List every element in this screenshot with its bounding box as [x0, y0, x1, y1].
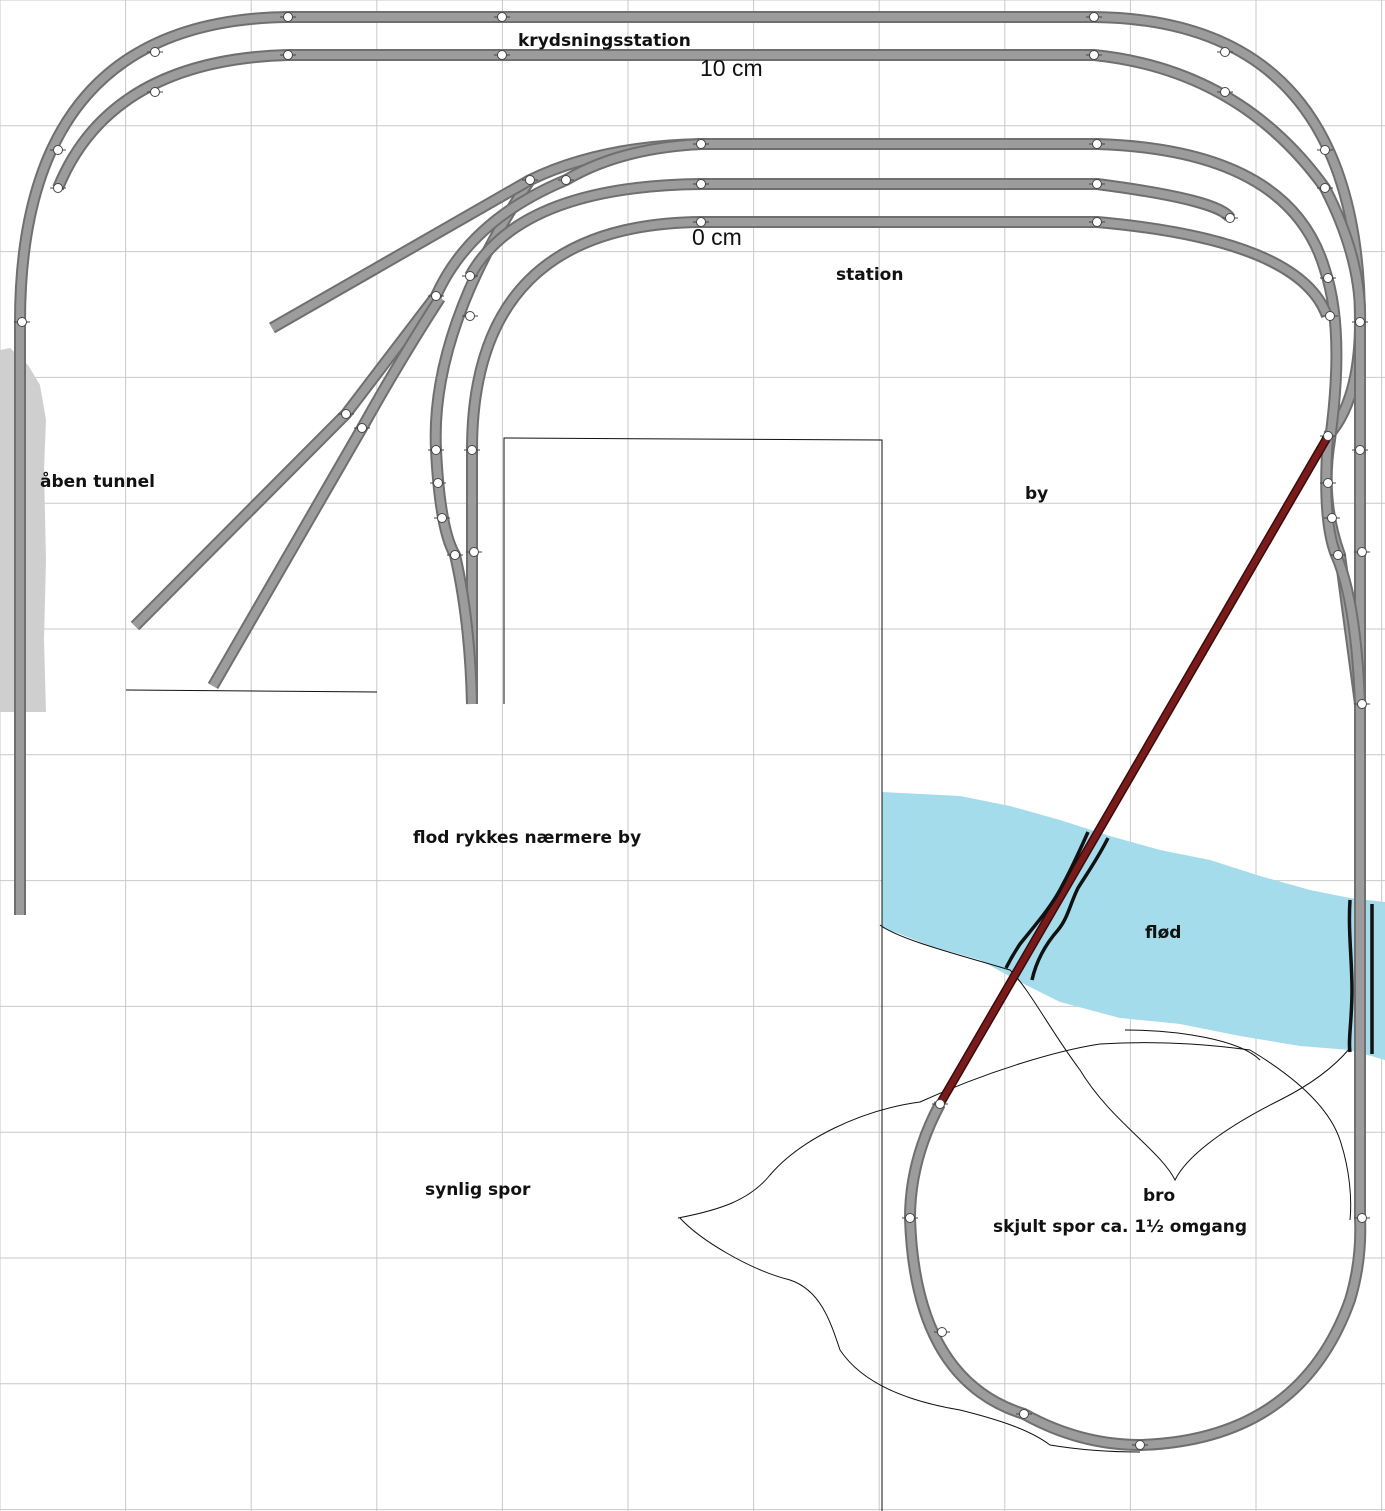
track-joints: [14, 12, 1370, 1450]
track-joint: [450, 550, 460, 560]
track-joint: [937, 1327, 947, 1337]
track-joint: [17, 317, 27, 327]
label-crossing-station: krydsningsstation: [518, 31, 691, 51]
track-joint: [1357, 1213, 1367, 1223]
track-joint: [1089, 12, 1099, 22]
river-area: [882, 792, 1385, 1060]
track-joint: [431, 291, 441, 301]
track-joint: [1327, 513, 1337, 523]
track-joint: [1320, 183, 1330, 193]
track-siding-3: [209, 295, 444, 689]
track-siding-1: [270, 176, 532, 332]
track-station-middle: [466, 180, 1234, 278]
bridge-marks: [1004, 831, 1374, 1054]
track-joint: [1323, 478, 1333, 488]
label-bridge: bro: [1143, 1186, 1176, 1206]
track-joint: [431, 445, 441, 455]
track-joint: [1019, 1409, 1029, 1419]
track-siding-2: [130, 138, 702, 631]
track-joint: [53, 145, 63, 155]
track-joint: [1135, 1440, 1145, 1450]
track-helix: [906, 1102, 1365, 1449]
label-river: flød: [1145, 923, 1182, 943]
label-station: station: [836, 265, 904, 285]
label-town: by: [1025, 484, 1049, 504]
track-joint: [1357, 699, 1367, 709]
track-joint: [525, 175, 535, 185]
outlines: [125, 437, 883, 1511]
label-river-moved: flod rykkes nærmere by: [413, 828, 642, 848]
track-joint: [1092, 217, 1102, 227]
track-joint: [357, 423, 367, 433]
track-joint: [1355, 445, 1365, 455]
track-joint: [467, 445, 477, 455]
track-joint: [53, 183, 63, 193]
track-second-loop: [54, 51, 1365, 1218]
track-station-inner: [468, 218, 1331, 704]
track-joint: [497, 12, 507, 22]
label-measure-top: 10 cm: [700, 55, 763, 81]
track-joint: [1220, 47, 1230, 57]
track-station-inner: [466, 216, 1333, 704]
track-joint: [150, 47, 160, 57]
track-joint: [696, 179, 706, 189]
track-joint: [1320, 145, 1330, 155]
track-joint: [283, 12, 293, 22]
track-joint: [465, 311, 475, 321]
track-joint: [341, 409, 351, 419]
label-visible-track: synlig spor: [425, 1180, 531, 1200]
track-joint: [1092, 179, 1102, 189]
track-joint: [1323, 431, 1333, 441]
label-open-tunnel: åben tunnel: [40, 472, 155, 492]
track-joint: [1092, 139, 1102, 149]
track-joint: [905, 1213, 915, 1223]
track-joint: [935, 1099, 945, 1109]
track-joint: [1220, 87, 1230, 97]
track-joint: [437, 513, 447, 523]
track-siding-2: [132, 140, 702, 629]
track-joint: [1225, 213, 1235, 223]
track-joint: [433, 478, 443, 488]
track-joint: [561, 175, 571, 185]
track-joint: [696, 217, 706, 227]
track-joint: [1333, 550, 1343, 560]
track-joint: [283, 50, 293, 60]
track-joint: [497, 50, 507, 60]
track-joint: [1355, 317, 1365, 327]
track-joint: [469, 547, 479, 557]
track-joint: [1089, 50, 1099, 60]
track-joint: [1325, 311, 1335, 321]
ramp-track: [936, 433, 1332, 1107]
terrain-outlines: [677, 924, 1352, 1453]
track-joint: [696, 139, 706, 149]
label-hidden-track: skjult spor ca. 1½ omgang: [993, 1217, 1248, 1237]
label-measure-inner: 0 cm: [692, 224, 742, 250]
track-joint: [150, 87, 160, 97]
track-joint: [1357, 547, 1367, 557]
track-joint: [1323, 273, 1333, 283]
track-joint: [465, 271, 475, 281]
